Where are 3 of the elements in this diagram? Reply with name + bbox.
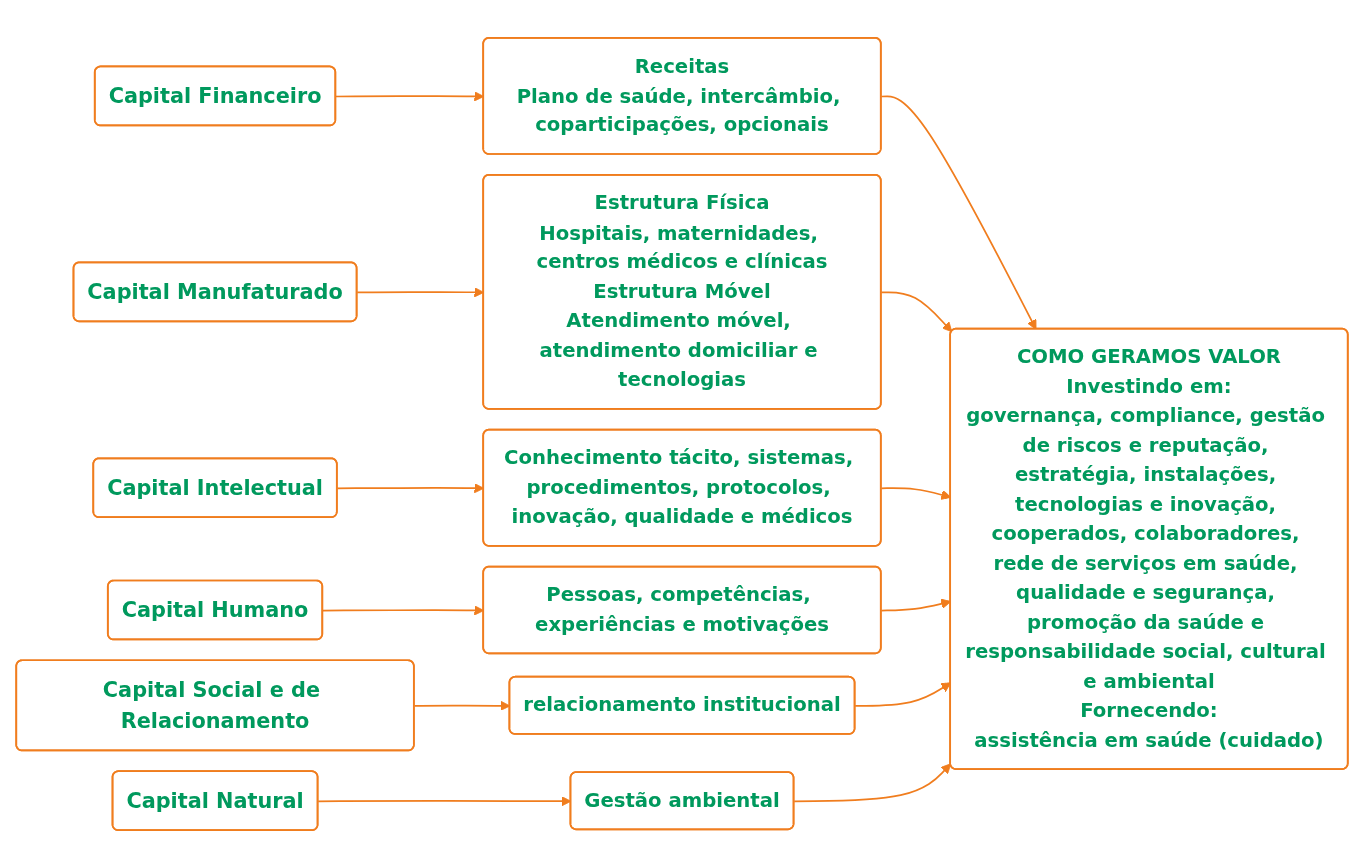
arrow [880,291,953,333]
arrow [793,763,952,803]
arrow [880,95,1037,330]
